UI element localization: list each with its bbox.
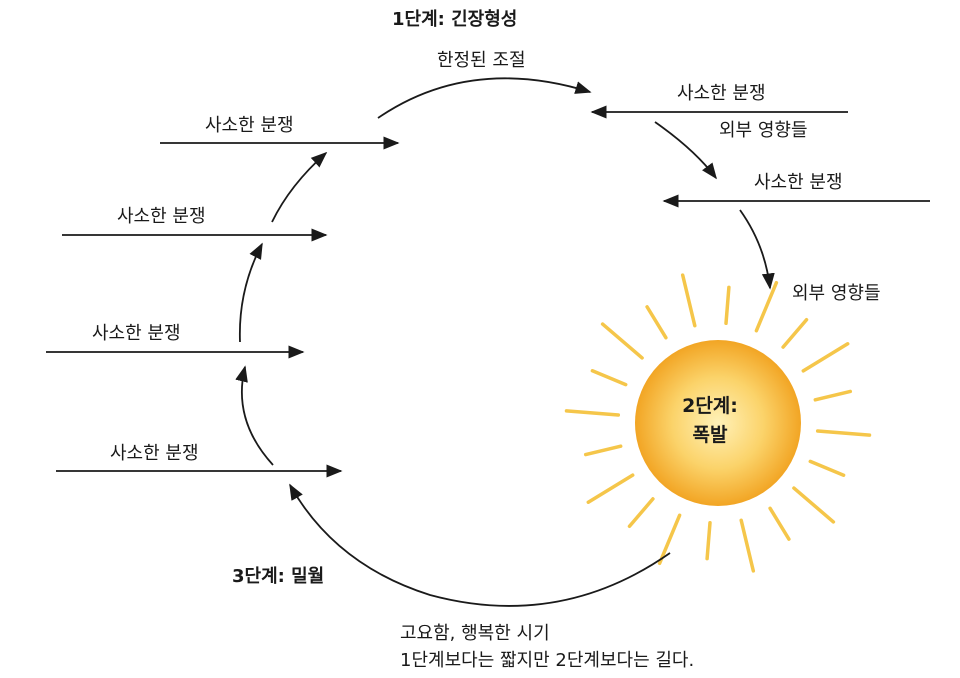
sun-ray <box>564 409 621 417</box>
stage3-note-line2: 1단계보다는 짧지만 2단계보다는 길다. <box>400 650 695 671</box>
sun-ray <box>657 513 682 566</box>
cycle-arc-left-1 <box>235 365 274 466</box>
cycle-arc-right-2 <box>739 209 775 290</box>
cycle-arc-top <box>377 77 592 119</box>
sun-ray <box>739 518 756 573</box>
stage2-line2: 폭발 <box>692 424 728 447</box>
stage3-note-line1: 고요함, 행복한 시기 <box>400 623 550 644</box>
sun-ray <box>600 322 644 360</box>
sun-ray <box>813 389 853 402</box>
sun-ray <box>645 305 668 340</box>
sun-ray <box>801 342 850 373</box>
external-influence-label-1: 외부 영향들 <box>719 120 808 141</box>
sun-core <box>635 340 801 506</box>
cycle-arc-left-2 <box>238 242 263 343</box>
right-conflict-label-1: 사소한 분쟁 <box>677 83 766 104</box>
sun-ray <box>808 459 846 477</box>
stage1-title: 1단계: 긴장형성 <box>392 9 518 30</box>
sun-ray <box>781 317 809 349</box>
stage3-note: 고요함, 행복한 시기 1단계보다는 짧지만 2단계보다는 길다. <box>400 620 694 674</box>
sun-ray <box>705 520 712 561</box>
sun-ray <box>792 486 836 524</box>
sun-ray <box>583 444 623 457</box>
left-conflict-label-4: 사소한 분쟁 <box>110 443 199 464</box>
cycle-arc-left-3 <box>271 151 328 223</box>
sun-ray <box>754 280 779 333</box>
sun-ray <box>590 369 628 387</box>
sun-ray <box>815 429 872 437</box>
sun-rays <box>564 273 872 573</box>
cycle-arc-bottom <box>289 483 671 607</box>
sun-ray <box>586 473 635 504</box>
stage1-subtitle: 한정된 조절 <box>437 50 526 71</box>
stage3-title: 3단계: 밀월 <box>232 566 325 587</box>
left-conflict-label-1: 사소한 분쟁 <box>205 115 294 136</box>
sun-ray <box>680 273 697 328</box>
stage2-label: 2단계: 폭발 <box>640 392 780 451</box>
sun-ray <box>627 497 655 529</box>
right-conflict-label-2: 사소한 분쟁 <box>754 172 843 193</box>
left-conflict-label-2: 사소한 분쟁 <box>117 206 206 227</box>
left-conflict-label-3: 사소한 분쟁 <box>92 323 181 344</box>
sun-ray <box>768 506 791 541</box>
stage2-line1: 2단계: <box>682 395 738 417</box>
external-influence-label-2: 외부 영향들 <box>792 283 881 304</box>
cycle-arc-right-1 <box>654 121 717 180</box>
sun-ray <box>724 285 731 326</box>
